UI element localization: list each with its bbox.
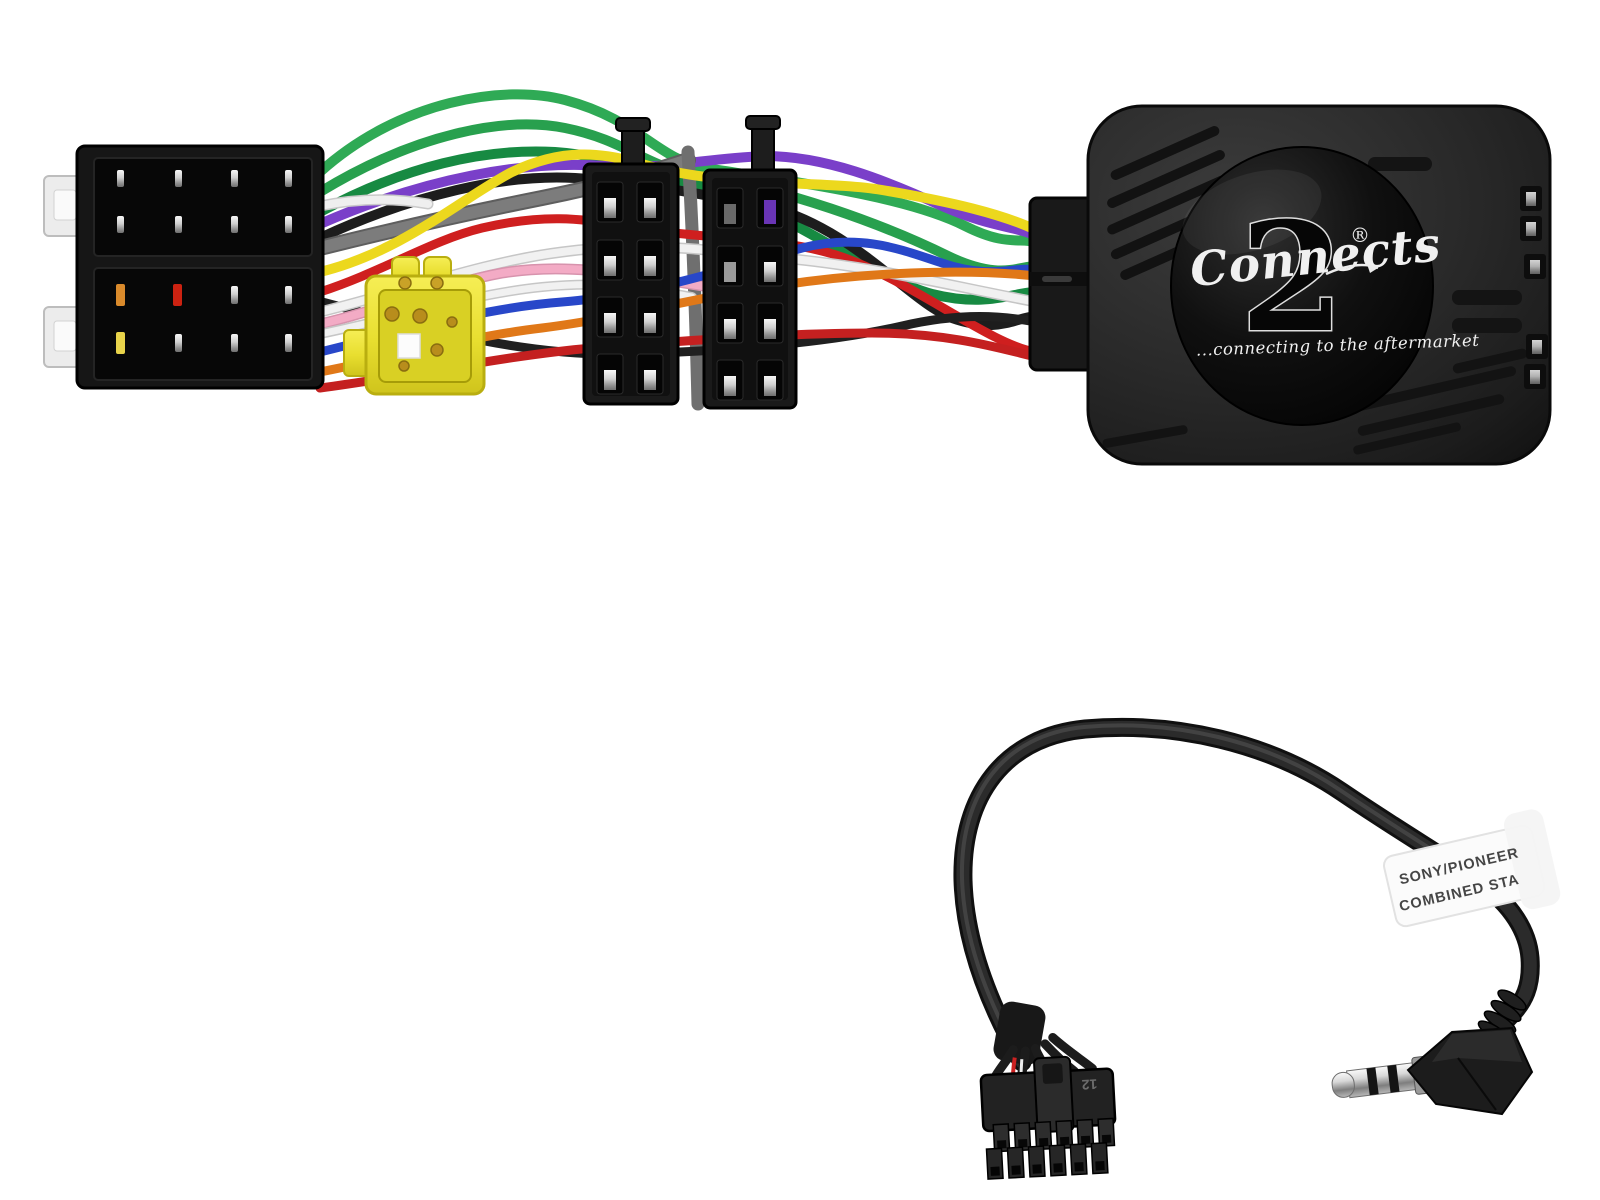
- cable-label-wrap: [1504, 809, 1561, 910]
- iso-female-lower-recess: [93, 267, 313, 381]
- box-edge-connector-pins: [1520, 186, 1548, 389]
- swc-interface-box: 2 Connects ® ...connecting to the afterm…: [1028, 104, 1552, 466]
- iso-female-pins-lower: [116, 284, 292, 354]
- trs-tip: [1331, 1071, 1355, 1098]
- iso-a-slots: [596, 181, 664, 395]
- box-slot-top: [1368, 157, 1432, 171]
- iso-b-face: [712, 178, 788, 400]
- mini-iso-yellow-connector: [343, 256, 486, 396]
- patch-cable: 12 SONY/PIONEER COMBIN: [953, 717, 1561, 1180]
- molex-pin-count-marking: 12: [1081, 1076, 1098, 1093]
- iso-female-block: [43, 144, 325, 390]
- mini-iso-key-slot: [397, 333, 421, 359]
- box-grip-ridges-bottomright: [1102, 348, 1528, 455]
- right-angle-trs-jack: [1331, 1026, 1534, 1116]
- iso-b-latch-stem: [751, 121, 775, 177]
- molex-pins-front-row: [985, 1142, 1109, 1180]
- logo-flourish-arrow: [1367, 264, 1378, 273]
- logo-number: 2: [1240, 190, 1344, 366]
- wire-purple: [315, 150, 1041, 241]
- iso-b-slots: [716, 187, 784, 401]
- molex-pins-back-row: [992, 1117, 1116, 1153]
- dome-highlight: [1182, 169, 1322, 255]
- box-slot-right-2: [1452, 318, 1522, 333]
- cable-highlight: [959, 723, 1480, 1060]
- iso-male-connector-b: [702, 115, 798, 410]
- wire-white-top-hl: [316, 195, 432, 210]
- logo-registered-mark: ®: [1350, 223, 1370, 247]
- iso-male-connector-a: [582, 117, 680, 406]
- iso-female-tab-bottom-slot: [53, 320, 77, 352]
- iso-female-upper-recess: [93, 157, 313, 257]
- trs-ring-1: [1366, 1067, 1379, 1096]
- molex-latch-slot: [1042, 1063, 1063, 1084]
- cable-label: SONY/PIONEER COMBINED STA: [1382, 809, 1561, 928]
- iso-a-latch-cap: [615, 117, 651, 132]
- box-gloss-dome: [1170, 146, 1434, 426]
- iso-b-latch-cap: [745, 115, 781, 130]
- trs-ring-2: [1387, 1064, 1400, 1093]
- jack-body-facet: [1432, 1030, 1522, 1062]
- iso-female-tab-top-slot: [53, 189, 77, 221]
- mini-iso-pins: [384, 276, 458, 372]
- patch-cable-loop: [953, 717, 1540, 1072]
- mini-iso-recess: [378, 289, 472, 383]
- box-left-connector-glint: [1042, 276, 1072, 282]
- iso-a-face: [592, 172, 670, 396]
- molex-12pin-connector: 12: [979, 1001, 1117, 1180]
- jack-body-edge: [1457, 1057, 1497, 1111]
- iso-female-pins-upper: [117, 170, 292, 233]
- box-slot-right-1: [1452, 290, 1522, 305]
